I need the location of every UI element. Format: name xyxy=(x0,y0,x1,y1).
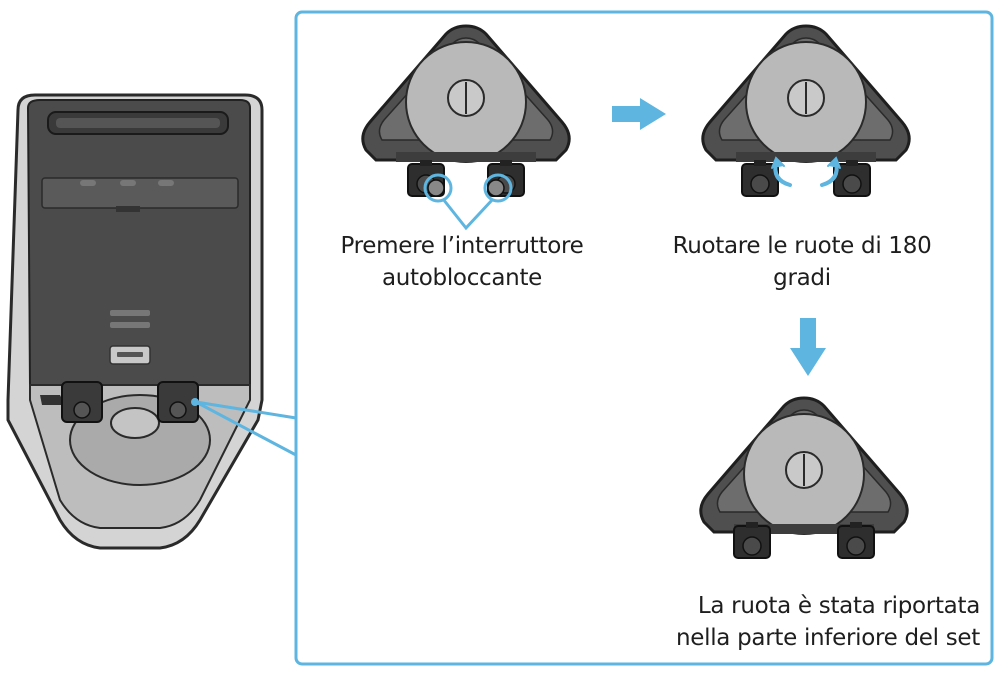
step3-caption-line2: nella parte inferiore del set xyxy=(676,625,980,651)
step2-caption-line2: gradi xyxy=(773,265,831,291)
step1-caption-line2: autobloccante xyxy=(381,265,543,291)
rotate-arrows-icon xyxy=(771,156,841,187)
step1-caption: Premere l’interruttore autobloccante xyxy=(312,230,612,294)
arrow-right-icon xyxy=(612,98,666,130)
step3-base xyxy=(699,396,909,559)
device-back-view xyxy=(6,93,264,550)
step1-base xyxy=(361,24,571,197)
arrow-down-icon xyxy=(790,318,826,376)
step3-caption: La ruota è stata riportata nella parte i… xyxy=(620,590,980,654)
step2-caption: Ruotare le ruote di 180 gradi xyxy=(652,230,952,294)
step1-caption-line1: Premere l’interruttore xyxy=(340,233,584,259)
step1-switch-callout xyxy=(423,173,513,231)
step2-base xyxy=(701,24,911,197)
step2-caption-line1: Ruotare le ruote di 180 xyxy=(672,233,932,259)
zoom-connector xyxy=(191,398,297,457)
zoom-panel xyxy=(294,10,994,666)
step3-caption-line1: La ruota è stata riportata xyxy=(697,593,980,619)
